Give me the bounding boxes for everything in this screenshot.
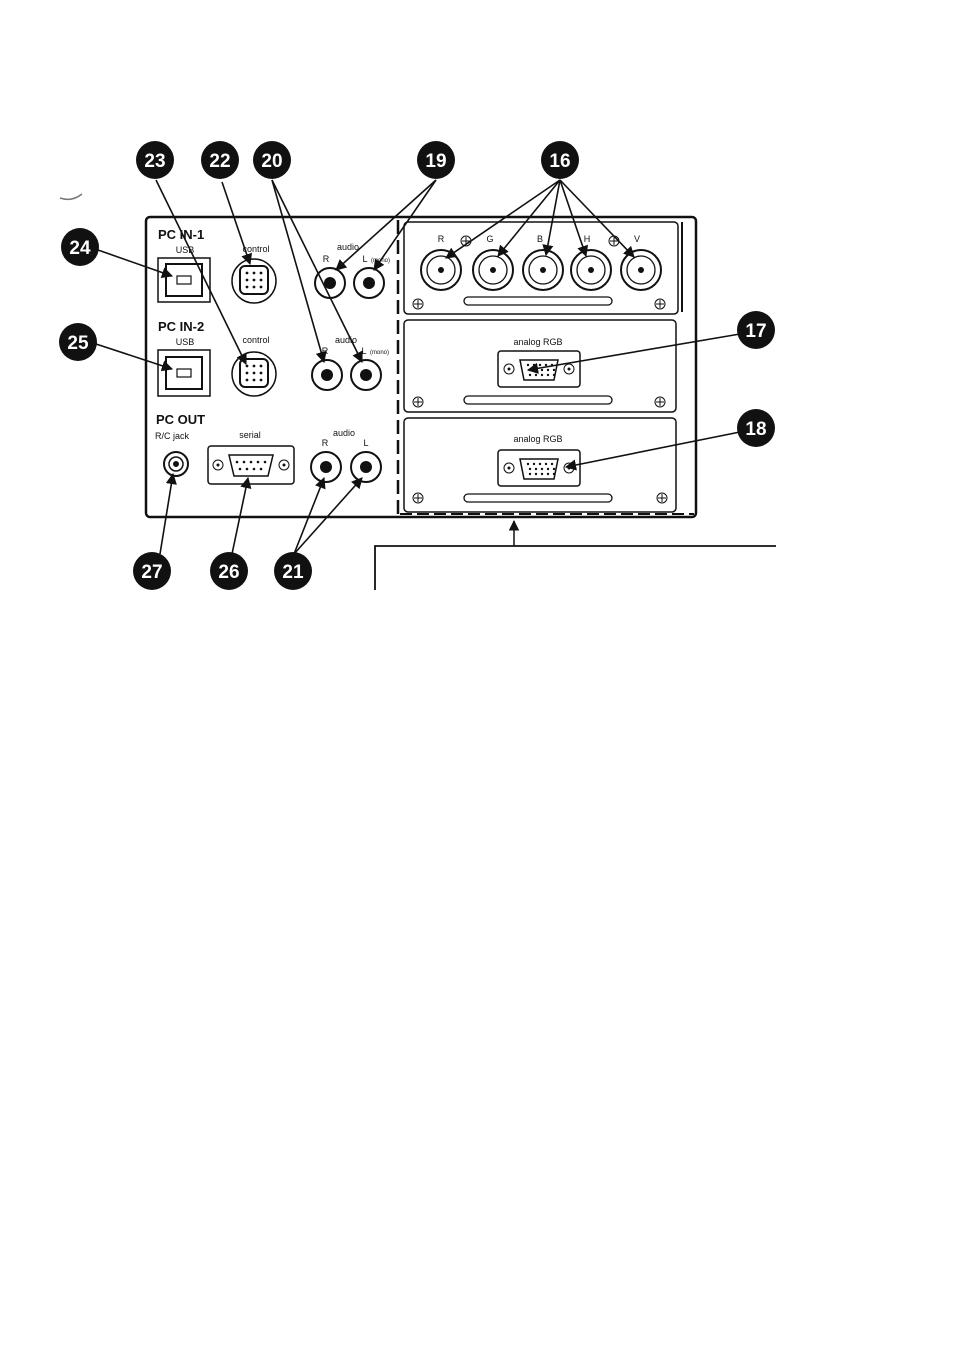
svg-text:18: 18 (745, 419, 766, 440)
analog-rgb-connector-1 (498, 351, 580, 387)
callout-24: 24 (61, 228, 99, 266)
rc-jack (164, 452, 188, 476)
svg-text:23: 23 (144, 151, 165, 172)
serial-port (208, 446, 294, 484)
callout-25: 25 (59, 323, 97, 361)
callout-16: 16 (541, 141, 579, 179)
usb-2-label: USB (176, 337, 195, 347)
control-port-1 (232, 259, 276, 303)
bnc-r-connector (421, 250, 461, 290)
analog-rgb-label-2: analog RGB (513, 434, 562, 444)
usb-port-1 (158, 258, 210, 302)
bnc-b-connector (523, 250, 563, 290)
audio-1-r-jack (315, 268, 345, 298)
bnc-g-connector (473, 250, 513, 290)
svg-text:21: 21 (282, 562, 304, 583)
callout-21: 21 (274, 552, 312, 590)
audio-2-r-label: R (322, 346, 329, 356)
stray-mark (60, 194, 82, 199)
svg-text:19: 19 (425, 151, 446, 172)
svg-text:25: 25 (67, 333, 89, 354)
pc-in-2-heading: PC IN-2 (158, 319, 204, 334)
analog-rgb-label-1: analog RGB (513, 337, 562, 347)
bnc-g-label: G (486, 234, 493, 244)
audio-1-l-label: L (362, 254, 367, 264)
bnc-b-label: B (537, 234, 543, 244)
audio-out-l-label: L (363, 438, 368, 448)
bnc-v-label: V (634, 234, 640, 244)
svg-text:17: 17 (745, 321, 766, 342)
audio-2-l-label: L (361, 346, 366, 356)
audio-2-r-jack (312, 360, 342, 390)
audio-1-r-label: R (323, 254, 330, 264)
svg-text:24: 24 (69, 238, 91, 259)
bnc-r-label: R (438, 234, 445, 244)
audio-out-r-jack (311, 452, 341, 482)
audio-1-label: audio (337, 242, 359, 252)
analog-rgb-connector-2 (498, 450, 580, 486)
pc-in-1-heading: PC IN-1 (158, 227, 204, 242)
audio-out-l-jack (351, 452, 381, 482)
callout-23: 23 (136, 141, 174, 179)
bnc-v-connector (621, 250, 661, 290)
callout-18: 18 (737, 409, 775, 447)
svg-text:27: 27 (141, 562, 162, 583)
callout-27: 27 (133, 552, 171, 590)
bnc-h-connector (571, 250, 611, 290)
callout-26: 26 (210, 552, 248, 590)
svg-text:20: 20 (261, 151, 282, 172)
callout-19: 19 (417, 141, 455, 179)
audio-out-r-label: R (322, 438, 329, 448)
control-port-2 (232, 352, 276, 396)
pc-out-heading: PC OUT (156, 412, 205, 427)
callout-22: 22 (201, 141, 239, 179)
audio-1-l-jack (354, 268, 384, 298)
svg-text:22: 22 (209, 151, 230, 172)
bnc-h-label: H (584, 234, 591, 244)
serial-label: serial (239, 430, 261, 440)
usb-port-2 (158, 350, 210, 396)
slot-bracket (375, 521, 776, 590)
callout-20: 20 (253, 141, 291, 179)
svg-text:16: 16 (549, 151, 570, 172)
control-2-label: control (242, 335, 269, 345)
audio-out-label: audio (333, 428, 355, 438)
callout-17: 17 (737, 311, 775, 349)
svg-text:26: 26 (218, 562, 239, 583)
audio-2-l-jack (351, 360, 381, 390)
audio-2-mono-label: (mono) (370, 350, 389, 356)
rc-jack-label: R/C jack (155, 431, 190, 441)
